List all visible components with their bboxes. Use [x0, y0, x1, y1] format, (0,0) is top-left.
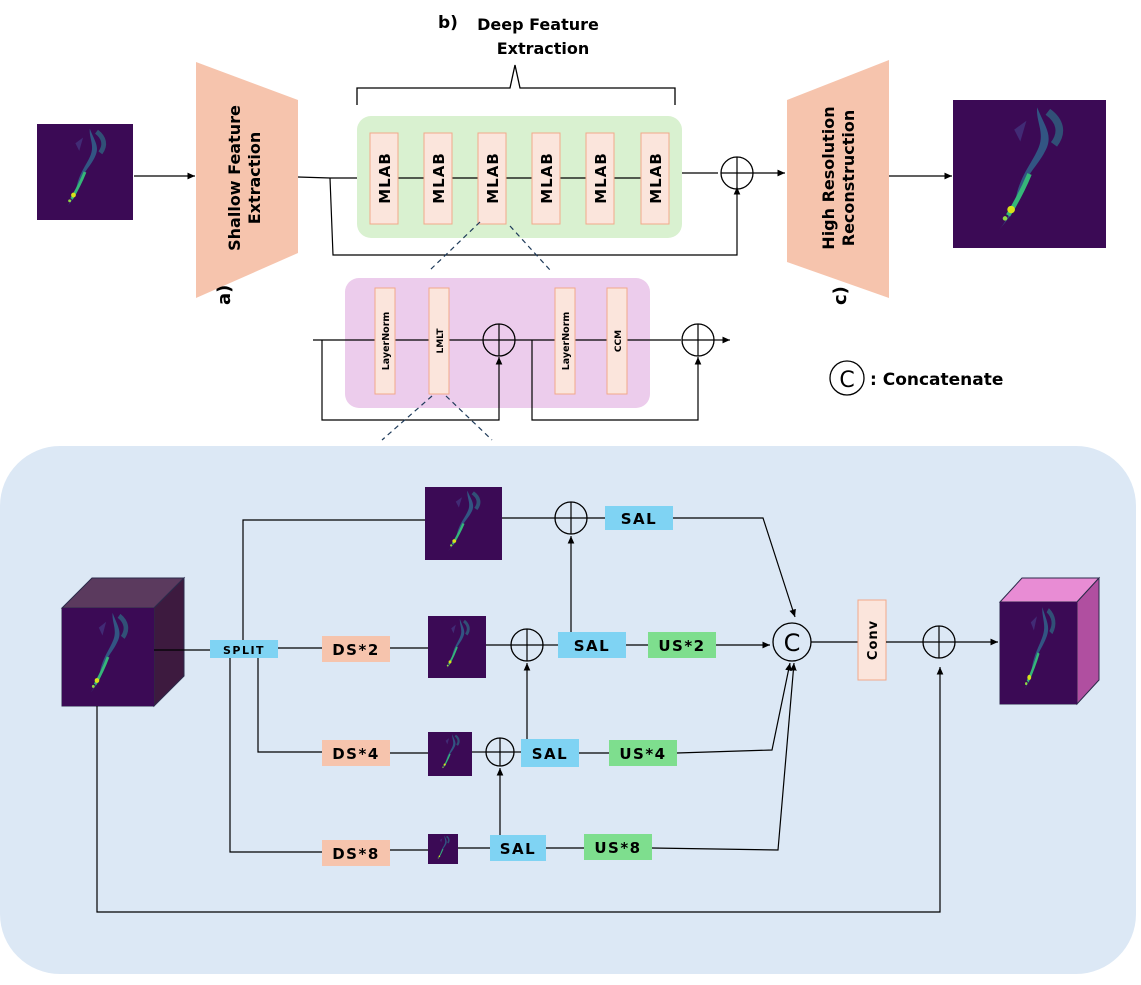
concatenate-legend: C : Concatenate — [829, 360, 1003, 396]
lmlt-detail-panel — [0, 446, 1136, 974]
ds4-box: DS*4 — [322, 740, 390, 766]
mlab-label: MLAB — [376, 152, 394, 204]
svg-text:C: C — [784, 629, 801, 657]
mlab-block-5: MLAB — [585, 132, 615, 225]
layernorm-block-1: LayerNorm — [374, 287, 396, 395]
mlab-label: MLAB — [430, 152, 448, 204]
svg-text:SAL: SAL — [532, 745, 568, 763]
ccm-block: CCM — [606, 287, 628, 395]
lmlt-block: LMLT — [428, 287, 450, 395]
sal-box-2: SAL — [558, 632, 626, 658]
svg-text:SPLIT: SPLIT — [223, 644, 265, 657]
feature-image-3 — [426, 730, 474, 778]
mlab-block-2: MLAB — [423, 132, 453, 225]
sum-node-mlab-1 — [482, 323, 516, 357]
svg-text:SAL: SAL — [574, 637, 610, 655]
deep-feature-brace — [356, 64, 676, 105]
layernorm-block-2: LayerNorm — [554, 287, 576, 395]
svg-text:DS*2: DS*2 — [332, 641, 380, 659]
legend-label: : Concatenate — [870, 370, 1003, 390]
deep-feature-label-1: Deep Feature — [477, 15, 599, 34]
mlab-block-4: MLAB — [531, 132, 561, 225]
sum-node-row3 — [485, 737, 515, 767]
input-cube — [62, 576, 186, 706]
conv-box: Conv — [857, 599, 887, 681]
svg-text:US*4: US*4 — [619, 745, 666, 763]
feature-image-2 — [426, 614, 488, 680]
sum-node-mlab-2 — [681, 323, 715, 357]
svg-text:LayerNorm: LayerNorm — [561, 312, 572, 371]
section-b-letter: b) — [438, 13, 458, 33]
svg-text:DS*8: DS*8 — [332, 845, 380, 863]
svg-text:SAL: SAL — [500, 840, 536, 858]
mlab-block-3: MLAB — [477, 132, 507, 225]
high-resolution-reconstruction-block — [787, 60, 889, 298]
ds8-box: DS*8 — [322, 840, 390, 866]
input-image-top — [37, 124, 133, 220]
output-image-top — [953, 100, 1106, 248]
deep-feature-label-2: Extraction — [497, 39, 590, 58]
shallow-feature-label-1: Shallow Feature — [225, 105, 244, 251]
mlab-label: MLAB — [592, 152, 610, 204]
sal-box-3: SAL — [521, 739, 579, 767]
feature-image-1 — [423, 485, 504, 562]
svg-text:SAL: SAL — [621, 510, 657, 528]
sum-node-final — [922, 625, 956, 659]
svg-text:LayerNorm: LayerNorm — [381, 312, 392, 371]
svg-text:US*2: US*2 — [658, 637, 705, 655]
legend-symbol: C — [839, 368, 854, 393]
svg-text:CCM: CCM — [614, 330, 624, 352]
reconstruction-label-2: Reconstruction — [839, 110, 858, 247]
sal-box-4: SAL — [490, 835, 546, 861]
us8-box: US*8 — [584, 834, 652, 860]
us2-box: US*2 — [648, 632, 716, 658]
section-a-letter: a) — [214, 285, 235, 305]
us4-box: US*4 — [609, 740, 677, 766]
feature-image-4 — [427, 833, 459, 865]
split-box: SPLIT — [210, 640, 278, 658]
mlab-block-1: MLAB — [369, 132, 399, 225]
svg-text:US*8: US*8 — [594, 839, 641, 857]
sum-node-row1 — [554, 501, 588, 535]
section-c-letter: c) — [830, 286, 851, 305]
reconstruction-label-1: High Resolution — [819, 106, 838, 249]
deep-feature-panel — [357, 116, 682, 238]
ds2-box: DS*2 — [322, 636, 390, 662]
mlab-label: MLAB — [538, 152, 556, 204]
sum-node-row2 — [510, 628, 544, 662]
sal-box-1: SAL — [605, 506, 673, 530]
mlab-blocks: MLAB MLAB MLAB MLAB MLAB MLAB — [369, 132, 670, 225]
mlab-label: MLAB — [647, 152, 665, 204]
svg-text:LMLT: LMLT — [436, 328, 446, 354]
shallow-feature-label-2: Extraction — [245, 132, 264, 225]
mlab-label: MLAB — [484, 152, 502, 204]
output-cube — [1000, 576, 1101, 704]
sum-node-top — [720, 156, 754, 190]
mlab-block-6: MLAB — [640, 132, 670, 225]
svg-text:Conv: Conv — [866, 620, 881, 660]
shallow-feature-extraction-block — [196, 62, 298, 298]
svg-text:DS*4: DS*4 — [332, 745, 380, 763]
